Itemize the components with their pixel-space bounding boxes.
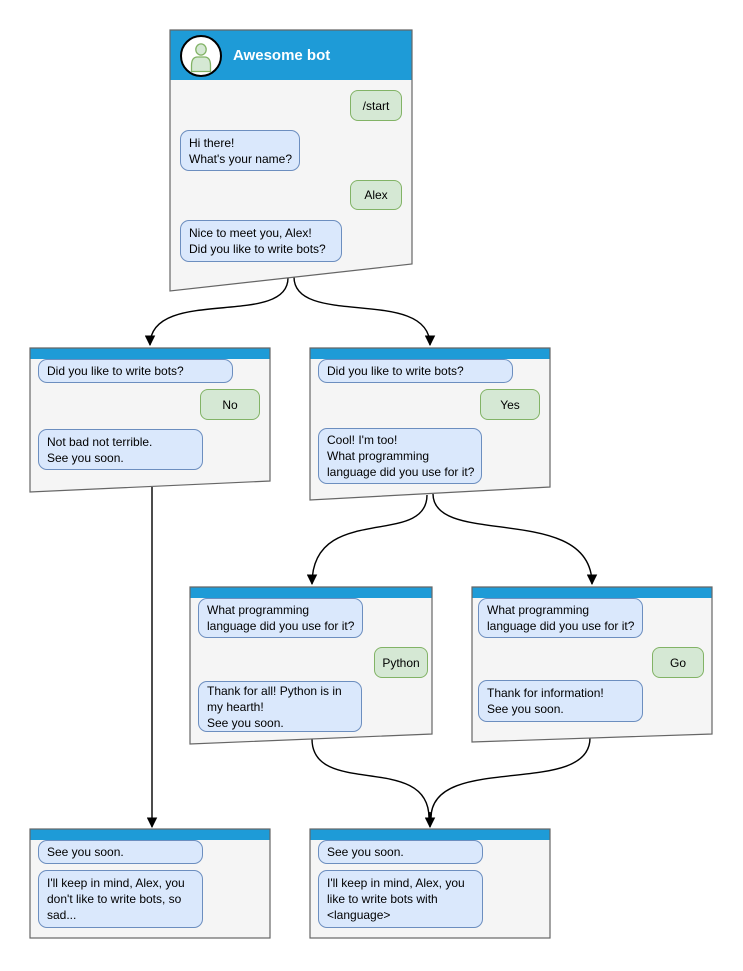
connector-branch-yes-to-python — [306, 494, 428, 586]
connector-python-to-end-yes — [311, 738, 430, 819]
person-icon — [190, 43, 212, 73]
user-message-bubble: Yes — [480, 389, 540, 420]
bot-message-bubble: What programming language did you use fo… — [478, 598, 643, 638]
user-message-bubble: No — [200, 389, 260, 420]
bot-message-bubble: See you soon. — [38, 840, 203, 864]
bot-message-bubble: Not bad not terrible. See you soon. — [38, 429, 203, 470]
connector-branch-yes-to-go — [432, 493, 598, 586]
user-message-bubble: Go — [652, 647, 704, 678]
window-titlebar — [30, 348, 270, 359]
bot-message-bubble: See you soon. — [318, 840, 483, 864]
connector-start-to-branch-no — [144, 277, 289, 347]
bot-message-bubble: Nice to meet you, Alex! Did you like to … — [180, 220, 342, 262]
window-titlebar — [190, 587, 432, 598]
bot-avatar — [180, 35, 222, 77]
window-titlebar — [310, 348, 550, 359]
bot-message-bubble: Thank for information! See you soon. — [478, 680, 643, 722]
user-message-bubble: Alex — [350, 180, 402, 210]
user-message-bubble: Python — [374, 647, 428, 678]
bot-message-bubble: Did you like to write bots? — [318, 359, 513, 383]
connector-go-to-end-yes — [430, 737, 591, 819]
bot-name-title: Awesome bot — [233, 47, 331, 64]
bot-message-bubble: Did you like to write bots? — [38, 359, 233, 383]
bot-message-bubble: Cool! I'm too! What programming language… — [318, 428, 482, 484]
window-titlebar — [472, 587, 712, 598]
window-titlebar — [30, 829, 270, 840]
window-titlebar — [310, 829, 550, 840]
bot-message-bubble: I'll keep in mind, Alex, you like to wri… — [318, 870, 483, 928]
bot-message-bubble: I'll keep in mind, Alex, you don't like … — [38, 870, 203, 928]
bot-message-bubble: Thank for all! Python is in my hearth! S… — [198, 681, 362, 732]
user-message-bubble: /start — [350, 90, 402, 121]
connector-start-to-branch-yes — [293, 276, 436, 347]
bot-message-bubble: Hi there! What's your name? — [180, 130, 300, 171]
bot-message-bubble: What programming language did you use fo… — [198, 598, 363, 638]
